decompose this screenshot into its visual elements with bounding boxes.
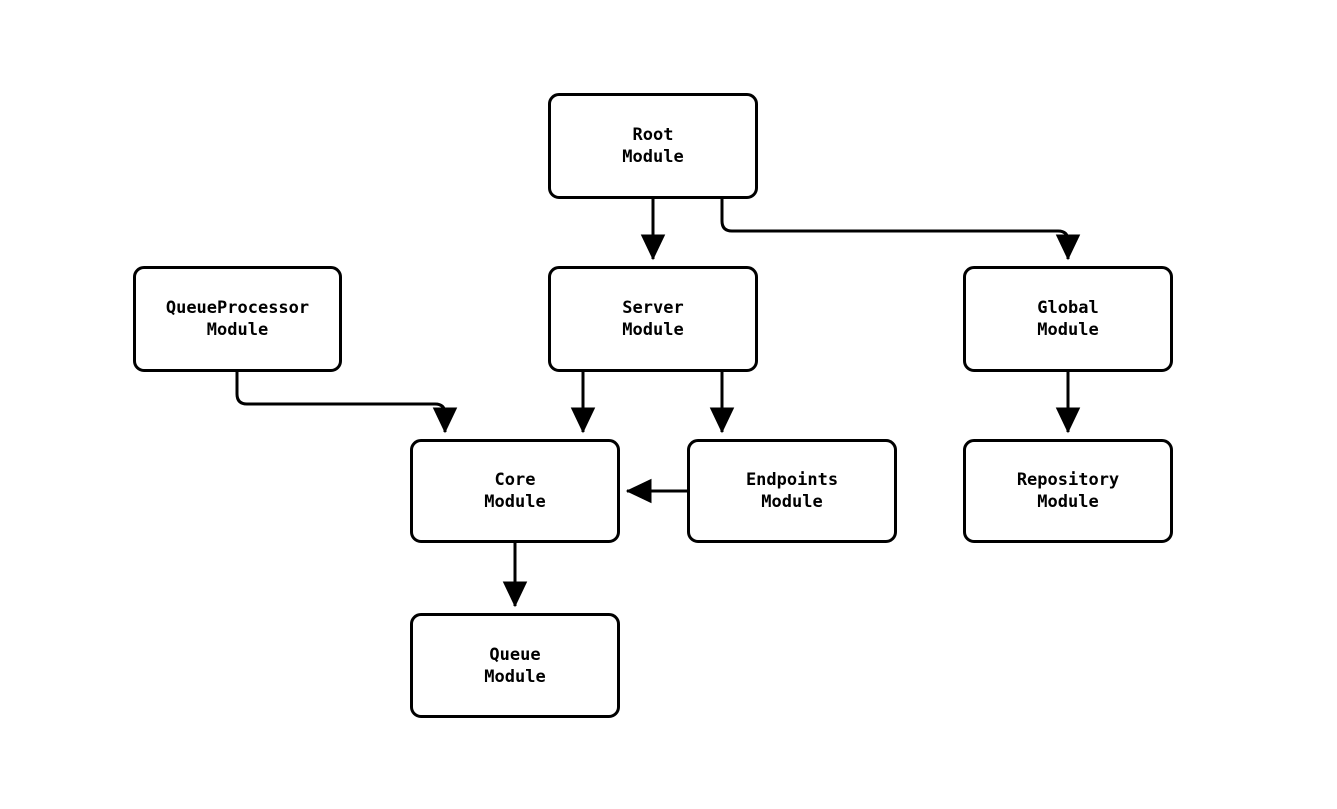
- node-label-line1: QueueProcessor: [165, 298, 310, 318]
- node-queueprocessor-module[interactable]: QueueProcessor Module: [133, 266, 342, 372]
- node-label-line1: Repository: [1016, 470, 1120, 490]
- node-core-module[interactable]: Core Module: [410, 439, 620, 543]
- node-global-module[interactable]: Global Module: [963, 266, 1173, 372]
- node-repository-module[interactable]: Repository Module: [963, 439, 1173, 543]
- node-label-line2: Module: [1037, 320, 1099, 340]
- node-label-line1: Root: [632, 125, 674, 145]
- node-label-line1: Global: [1037, 298, 1099, 318]
- node-label-line2: Module: [622, 147, 684, 167]
- node-label-line2: Module: [484, 492, 546, 512]
- node-label-line2: Module: [761, 492, 823, 512]
- edge-root-to-global: [720, 199, 1081, 261]
- edge-queueprocessor-to-core: [235, 372, 458, 434]
- node-label-line2: Module: [484, 666, 546, 687]
- node-label-line2: Module: [622, 320, 684, 340]
- node-label-line1: Endpoints: [745, 470, 839, 490]
- node-label-line1: Server: [622, 298, 684, 318]
- node-label-line2: Module: [206, 320, 269, 340]
- node-endpoints-module[interactable]: Endpoints Module: [687, 439, 897, 543]
- node-label-line1: Core: [494, 470, 536, 490]
- node-queue-module[interactable]: Queue Module: [410, 613, 620, 718]
- node-label-line1: Queue: [489, 644, 541, 665]
- node-root-module[interactable]: Root Module: [548, 93, 758, 199]
- node-server-module[interactable]: Server Module: [548, 266, 758, 372]
- node-label-line2: Module: [1037, 492, 1099, 512]
